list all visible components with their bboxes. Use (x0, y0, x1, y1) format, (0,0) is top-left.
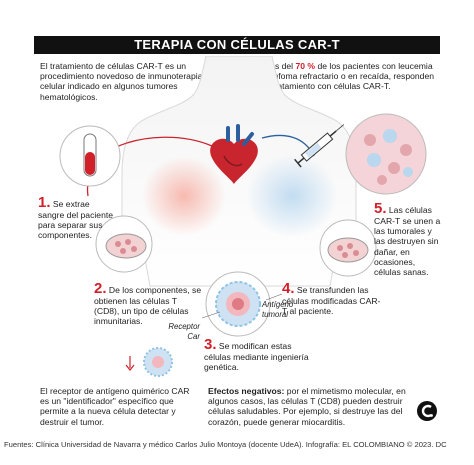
sources-text: Fuentes: Clínica Universidad de Navarra … (4, 440, 447, 449)
car-note-text: El receptor de antígeno quimérico CAR es… (40, 386, 190, 427)
car-receptor-icon (125, 347, 173, 377)
receptor-label: Receptor Car (168, 322, 200, 342)
antigen-label: Antígeno tumoral (262, 300, 294, 320)
intro-right-text: Más del 70 % de los pacientes con leucem… (263, 61, 435, 92)
el-colombiano-logo-icon (417, 401, 437, 421)
step-5: 5. Las células CAR-T se unen a las tumor… (374, 200, 444, 278)
step-2: 2. De los componentes, se obtienen las c… (94, 280, 202, 327)
page-title: TERAPIA CON CÉLULAS CAR-T (34, 36, 440, 54)
step-4: 4. Se transfunden las células modificada… (282, 280, 382, 317)
heart-icon (210, 124, 258, 184)
step-3: 3. Se modifican estas células mediante i… (204, 336, 316, 373)
step-5-text: Las células CAR-T se unen a las tumorale… (374, 205, 441, 278)
step-3-text: Se modifican estas células mediante inge… (204, 341, 309, 373)
blue-glow (246, 154, 338, 238)
step-1: 1. Se extrae sangre del paciente para se… (38, 194, 118, 241)
step-2-number: 2. (94, 280, 107, 297)
red-glow (142, 156, 226, 236)
step-1-number: 1. (38, 194, 51, 211)
car-t-cell-circle (205, 271, 271, 337)
intro-left-text: El tratamiento de células CAR-T es un pr… (40, 61, 203, 102)
therapy-illustration (59, 56, 427, 377)
antigen-pointer (265, 293, 283, 301)
tumor-cells-circle (345, 113, 427, 195)
step-1-text: Se extrae sangre del paciente para separ… (38, 199, 114, 241)
syringe-icon (294, 124, 345, 168)
negative-effects-label: Efectos negativos: (208, 386, 285, 396)
petri-dish-circle (95, 215, 153, 273)
step-4-text: Se transfunden las células modificadas C… (282, 285, 381, 317)
receptor-pointer (201, 311, 221, 319)
step-3-number: 3. (204, 336, 217, 353)
negative-effects-text: Efectos negativos: por el mimetismo mole… (208, 386, 406, 427)
blood-sample-circle (59, 125, 121, 187)
step-5-number: 5. (374, 200, 387, 217)
modified-cells-circle (319, 219, 377, 277)
step-4-number: 4. (282, 280, 295, 297)
step-2-text: De los componentes, se obtienen las célu… (94, 285, 202, 327)
